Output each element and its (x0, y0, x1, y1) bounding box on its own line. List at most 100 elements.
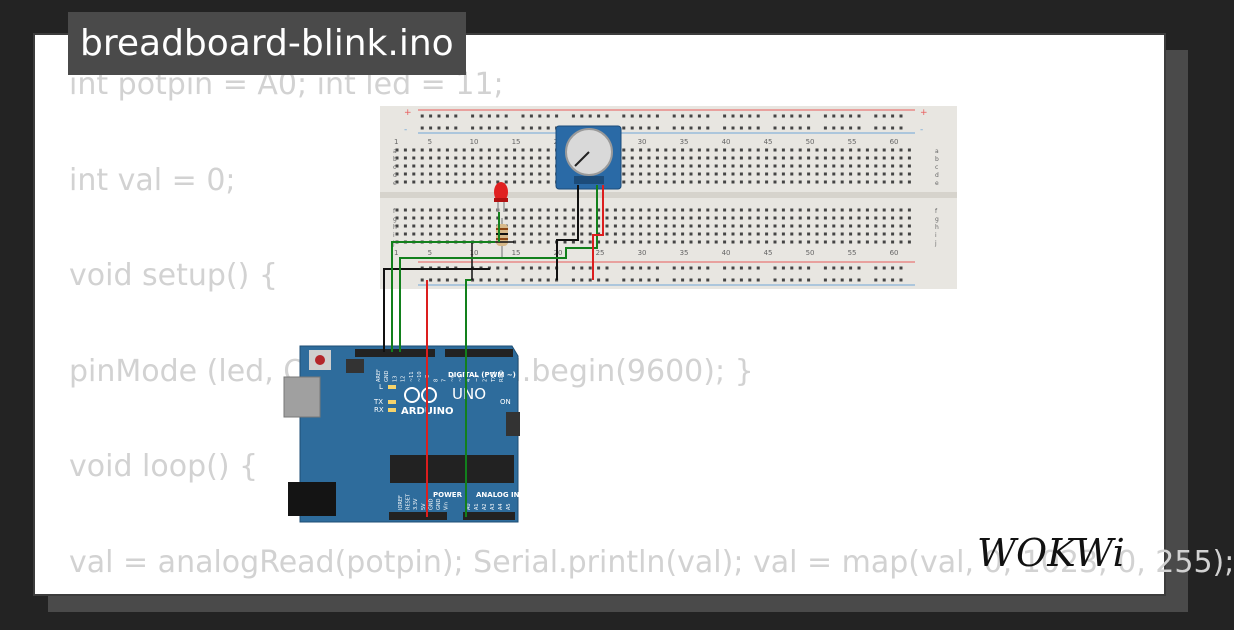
breadboard-hole[interactable] (765, 232, 769, 236)
breadboard-hole[interactable] (689, 180, 693, 184)
breadboard-hole[interactable] (639, 148, 643, 152)
rail-hole[interactable] (504, 126, 508, 130)
breadboard-hole[interactable] (681, 208, 685, 212)
breadboard-hole[interactable] (689, 232, 693, 236)
breadboard-hole[interactable] (781, 224, 785, 228)
breadboard-hole[interactable] (563, 224, 567, 228)
rail-hole[interactable] (832, 114, 836, 118)
breadboard-hole[interactable] (706, 240, 710, 244)
rail-hole[interactable] (479, 278, 483, 282)
breadboard-hole[interactable] (874, 224, 878, 228)
breadboard-hole[interactable] (739, 232, 743, 236)
breadboard-hole[interactable] (521, 180, 525, 184)
breadboard-hole[interactable] (899, 208, 903, 212)
rail-hole[interactable] (689, 126, 693, 130)
breadboard-hole[interactable] (765, 164, 769, 168)
breadboard-hole[interactable] (597, 208, 601, 212)
breadboard-hole[interactable] (714, 172, 718, 176)
breadboard-hole[interactable] (689, 240, 693, 244)
rail-hole[interactable] (546, 126, 550, 130)
breadboard-hole[interactable] (739, 164, 743, 168)
breadboard-hole[interactable] (672, 172, 676, 176)
breadboard-hole[interactable] (630, 240, 634, 244)
breadboard-hole[interactable] (681, 232, 685, 236)
breadboard-hole[interactable] (538, 156, 542, 160)
breadboard-hole[interactable] (882, 172, 886, 176)
breadboard-hole[interactable] (639, 156, 643, 160)
breadboard-hole[interactable] (412, 148, 416, 152)
breadboard-hole[interactable] (706, 156, 710, 160)
breadboard-hole[interactable] (437, 172, 441, 176)
breadboard-hole[interactable] (823, 240, 827, 244)
breadboard-hole[interactable] (697, 240, 701, 244)
breadboard-hole[interactable] (546, 224, 550, 228)
breadboard-hole[interactable] (487, 164, 491, 168)
rail-hole[interactable] (832, 126, 836, 130)
breadboard-hole[interactable] (882, 164, 886, 168)
breadboard-hole[interactable] (874, 232, 878, 236)
breadboard-hole[interactable] (899, 148, 903, 152)
breadboard-hole[interactable] (412, 224, 416, 228)
breadboard-hole[interactable] (622, 148, 626, 152)
wire-pot-signal-green[interactable] (399, 185, 598, 352)
breadboard-hole[interactable] (773, 172, 777, 176)
breadboard-hole[interactable] (639, 240, 643, 244)
breadboard-hole[interactable] (630, 156, 634, 160)
breadboard-hole[interactable] (437, 232, 441, 236)
breadboard-hole[interactable] (723, 232, 727, 236)
breadboard-hole[interactable] (563, 208, 567, 212)
breadboard-hole[interactable] (672, 156, 676, 160)
breadboard-hole[interactable] (420, 180, 424, 184)
wire-pot-gnd-black[interactable] (556, 185, 579, 280)
breadboard-holes[interactable] (395, 114, 911, 282)
breadboard-hole[interactable] (899, 216, 903, 220)
breadboard-hole[interactable] (731, 232, 735, 236)
breadboard-hole[interactable] (597, 216, 601, 220)
breadboard-hole[interactable] (891, 156, 895, 160)
rail-hole[interactable] (731, 126, 735, 130)
breadboard-hole[interactable] (706, 208, 710, 212)
breadboard-hole[interactable] (723, 208, 727, 212)
breadboard-hole[interactable] (462, 148, 466, 152)
rail-hole[interactable] (529, 114, 533, 118)
breadboard-hole[interactable] (445, 148, 449, 152)
rail-hole[interactable] (857, 278, 861, 282)
rail-hole[interactable] (521, 114, 525, 118)
breadboard-hole[interactable] (723, 156, 727, 160)
breadboard-hole[interactable] (429, 224, 433, 228)
rail-hole[interactable] (655, 114, 659, 118)
breadboard-hole[interactable] (756, 240, 760, 244)
breadboard-hole[interactable] (513, 224, 517, 228)
breadboard-hole[interactable] (739, 216, 743, 220)
breadboard-hole[interactable] (555, 224, 559, 228)
breadboard-hole[interactable] (689, 148, 693, 152)
breadboard-hole[interactable] (765, 216, 769, 220)
breadboard-hole[interactable] (454, 148, 458, 152)
breadboard-hole[interactable] (756, 232, 760, 236)
breadboard-hole[interactable] (445, 156, 449, 160)
breadboard-hole[interactable] (756, 164, 760, 168)
breadboard-hole[interactable] (723, 240, 727, 244)
breadboard-hole[interactable] (462, 208, 466, 212)
rail-hole[interactable] (529, 266, 533, 270)
breadboard-hole[interactable] (462, 216, 466, 220)
breadboard-hole[interactable] (429, 180, 433, 184)
breadboard-hole[interactable] (815, 208, 819, 212)
rail-hole[interactable] (731, 266, 735, 270)
breadboard-hole[interactable] (714, 208, 718, 212)
breadboard-hole[interactable] (748, 216, 752, 220)
rail-hole[interactable] (748, 114, 752, 118)
breadboard-hole[interactable] (504, 216, 508, 220)
rail-hole[interactable] (731, 114, 735, 118)
rail-hole[interactable] (597, 266, 601, 270)
breadboard-hole[interactable] (647, 232, 651, 236)
breadboard-hole[interactable] (521, 216, 525, 220)
rail-hole[interactable] (647, 266, 651, 270)
rail-hole[interactable] (723, 266, 727, 270)
rail-hole[interactable] (588, 278, 592, 282)
breadboard-hole[interactable] (773, 232, 777, 236)
breadboard-hole[interactable] (681, 224, 685, 228)
breadboard-hole[interactable] (807, 180, 811, 184)
breadboard-hole[interactable] (739, 240, 743, 244)
